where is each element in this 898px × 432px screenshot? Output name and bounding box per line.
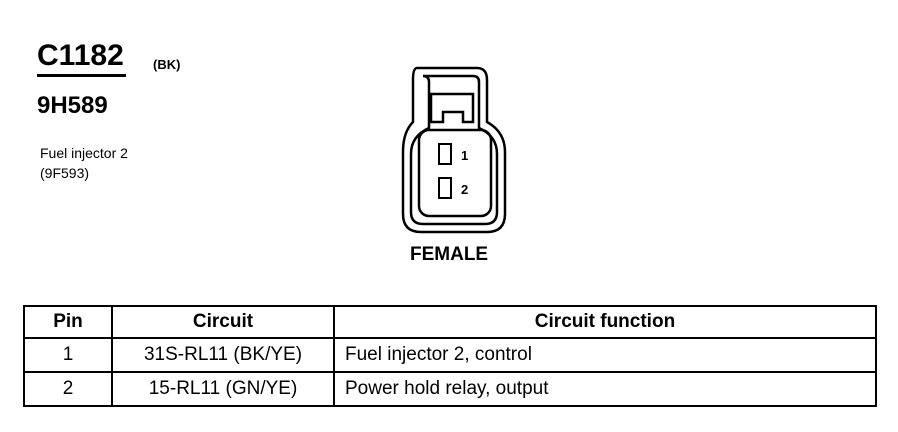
pin-terminal-2 [438, 177, 452, 199]
table-header-row: Pin Circuit Circuit function [23, 305, 877, 339]
pin-function-table: Pin Circuit Circuit function 1 31S-RL11 … [23, 305, 877, 407]
circuit-function-cell: Fuel injector 2, control [333, 337, 877, 373]
pin-label-1: 1 [461, 148, 468, 163]
connector-gender-label: FEMALE [410, 244, 489, 265]
header-circuit: Circuit [111, 305, 335, 339]
locking-tab [429, 92, 475, 124]
circuit-cell: 15-RL11 (GN/YE) [111, 371, 335, 407]
pin-cell: 1 [23, 337, 113, 373]
connector-color: (BK) [153, 57, 181, 72]
pin-label-2: 2 [461, 182, 468, 197]
component-name: Fuel injector 2 [40, 145, 128, 161]
connector-face-diagram: 1 2 [401, 66, 507, 234]
component-number: (9F593) [40, 165, 90, 181]
connector-id: C1182 [37, 38, 126, 77]
circuit-function-cell: Power hold relay, output [333, 371, 877, 407]
pin-terminal-1 [438, 143, 452, 165]
pin-cavity-body [417, 128, 493, 218]
table-row: 1 31S-RL11 (BK/YE) Fuel injector 2, cont… [23, 337, 877, 373]
header-circuit-function: Circuit function [333, 305, 877, 339]
pin-cell: 2 [23, 371, 113, 407]
header-pin: Pin [23, 305, 113, 339]
connector-housing-outline [401, 66, 507, 234]
connector-housing-inner [409, 74, 499, 226]
part-number: 9H589 [37, 92, 108, 119]
circuit-cell: 31S-RL11 (BK/YE) [111, 337, 335, 373]
table-row: 2 15-RL11 (GN/YE) Power hold relay, outp… [23, 371, 877, 407]
